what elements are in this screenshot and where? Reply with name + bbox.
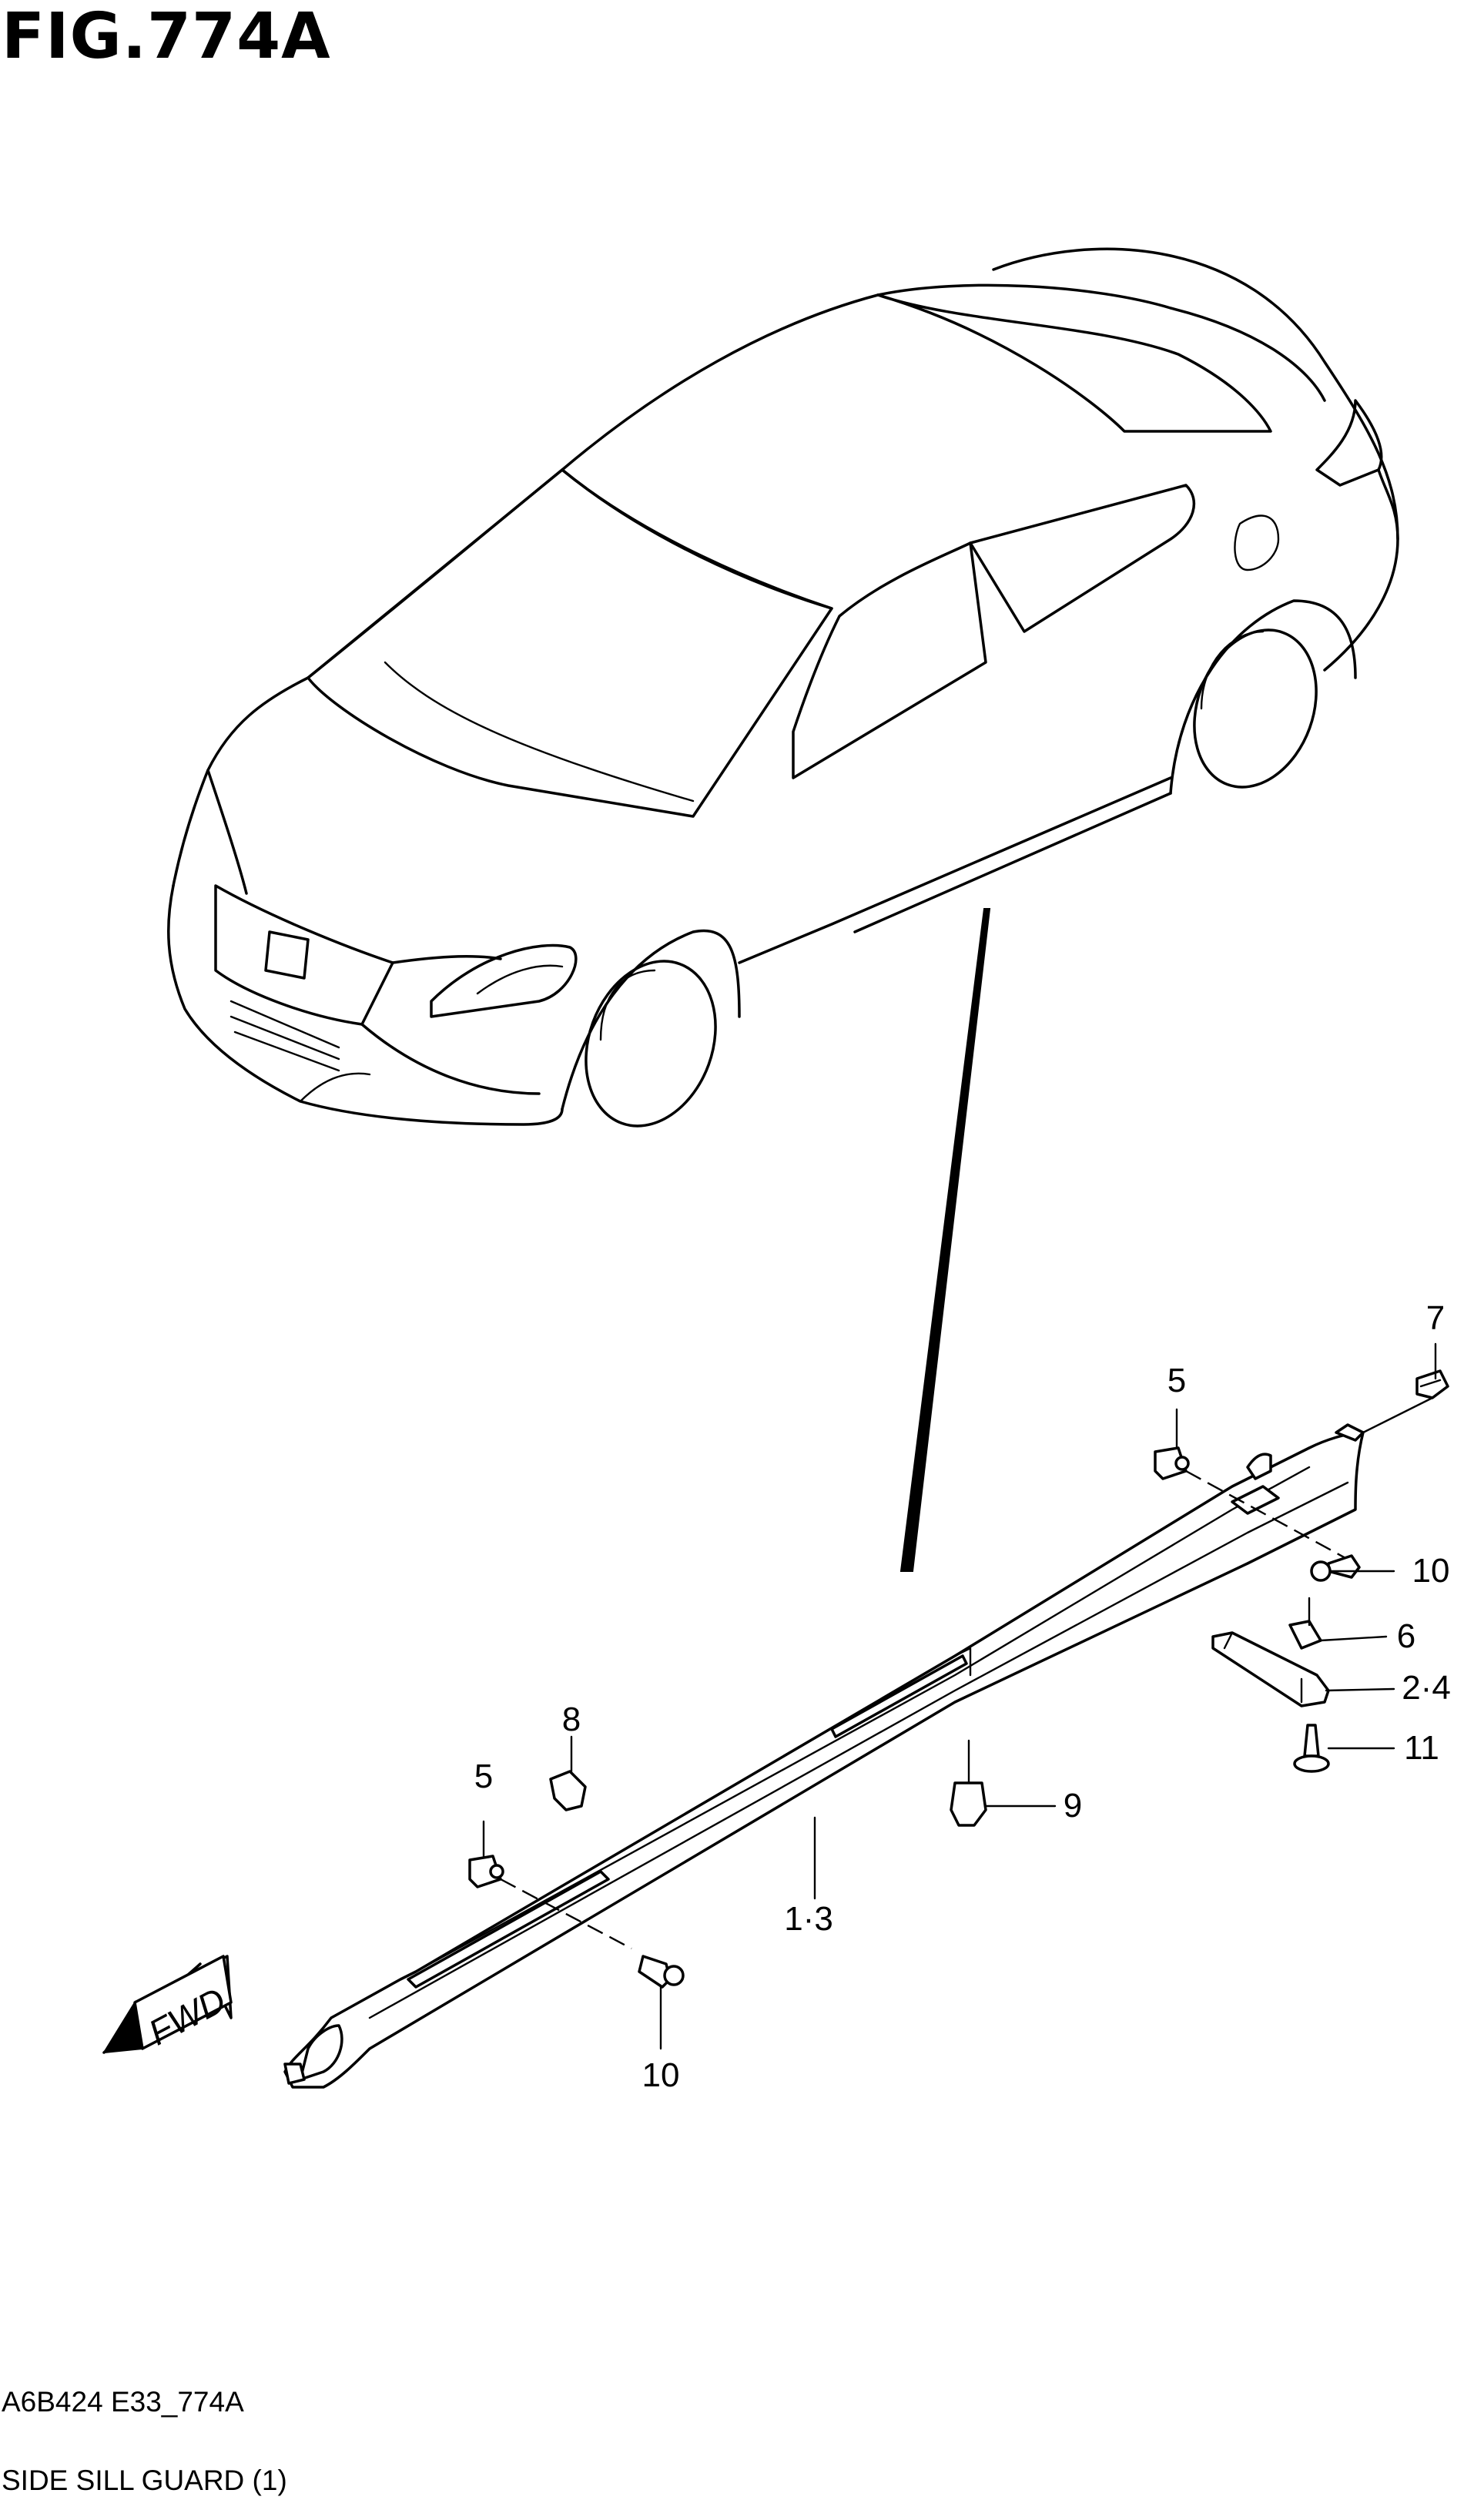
screw-11: [1293, 1724, 1395, 1773]
callout-7: 7: [1425, 1299, 1446, 1337]
clip-6: [1288, 1597, 1388, 1650]
side-sill-guard: [283, 1423, 1365, 2089]
callout-6: 6: [1396, 1617, 1416, 1655]
car-illustration: [167, 247, 1399, 1572]
clip-5-right: [1154, 1408, 1356, 1565]
clip-5-left: [468, 1820, 632, 1950]
fwd-arrow-icon: FWD: [102, 1955, 233, 2054]
callout-9: 9: [1063, 1787, 1083, 1825]
callout-10-right: 10: [1412, 1552, 1450, 1590]
callout-8: 8: [561, 1701, 581, 1738]
nut-9: [950, 1739, 1057, 1827]
callout-5-left: 5: [474, 1758, 494, 1795]
diagram-code: A6B424 E33_774A: [2, 2386, 244, 2418]
callout-1-3: 1·3: [784, 1900, 833, 1938]
clip-8: [549, 1735, 587, 1811]
clip-7: [1362, 1342, 1449, 1434]
bracket-2-4: [1211, 1631, 1395, 1707]
callout-10-left: 10: [642, 2056, 680, 2094]
callout-2-4: 2·4: [1402, 1669, 1451, 1707]
diagram-name: SIDE SILL GUARD (1): [2, 2465, 287, 2496]
callout-11: 11: [1404, 1729, 1439, 1767]
callout-5-right: 5: [1167, 1362, 1187, 1399]
screw-10-right: [1310, 1554, 1395, 1582]
figure-title: FIG.774A: [2, 0, 331, 73]
screw-10-left: [638, 1955, 685, 2050]
